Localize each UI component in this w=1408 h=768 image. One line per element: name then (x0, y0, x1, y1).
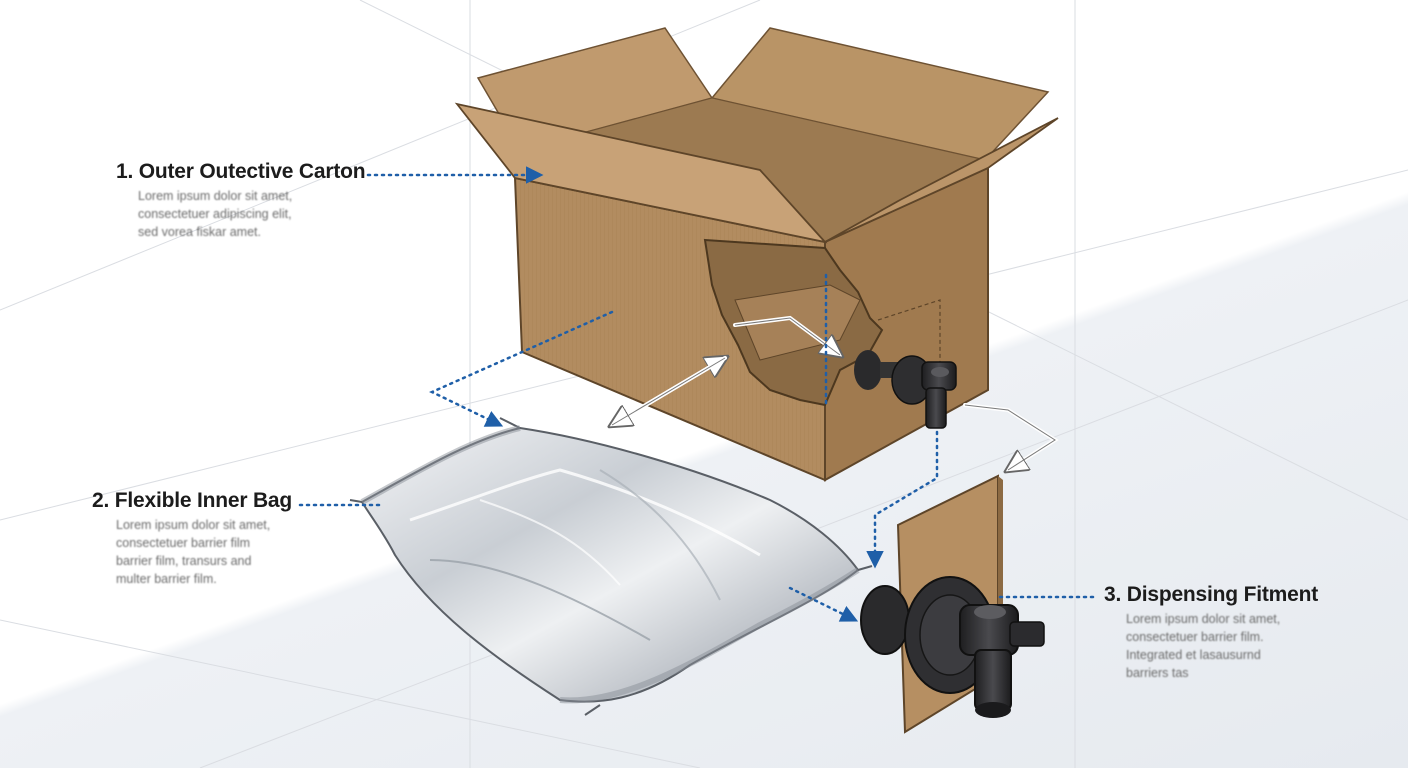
fitment-gland-back (860, 585, 910, 655)
callout-line: barrier film, transurs and (116, 554, 252, 568)
callout-line: sed vorea fiskar amet. (138, 225, 261, 239)
arrow-fitment-down (963, 403, 1059, 470)
leader-carton-to-bag (429, 310, 614, 427)
outer-carton (454, 27, 1059, 482)
callout-line: Integrated et lasausurnd (1126, 648, 1261, 662)
carton-tap (854, 350, 957, 429)
leader-tap-down (866, 430, 939, 569)
callout-line: consectetuer adipiscing elit, (138, 207, 292, 221)
callout-line: Lorem ipsum dolor sit amet, (138, 189, 293, 203)
callout-line: consectetuer barrier film. (1126, 630, 1264, 644)
dispensing-fitment (860, 474, 1045, 734)
callout-title: 2. Flexible Inner Bag (92, 489, 293, 512)
callout-description: Lorem ipsum dolor sit amet, consectetuer… (138, 187, 365, 241)
callout-outer-carton: 1. Outer Outective Carton Lorem ipsum do… (116, 160, 366, 241)
callout-line: consectetuer barrier film (116, 536, 251, 550)
leader-lines (298, 166, 1100, 622)
fitment-tap-lever (1009, 621, 1045, 647)
callout-line: Lorem ipsum dolor sit amet, (116, 518, 271, 532)
callout-description: Lorem ipsum dolor sit amet, consectetuer… (1126, 610, 1318, 682)
fitment-spout (974, 649, 1012, 711)
bag-body (360, 426, 860, 703)
hidden-edge-dashed (877, 299, 941, 380)
callout-title: 3. Dispensing Fitment (1104, 583, 1318, 606)
callout-line: multer barrier film. (116, 572, 217, 586)
flexible-inner-bag (349, 417, 873, 716)
carton-front-right-flap (824, 117, 1059, 243)
leader-bag-to-fitment (788, 586, 859, 622)
callout-title: 1. Outer Outective Carton (116, 160, 366, 183)
callout-dispensing-fitment: 3. Dispensing Fitment Lorem ipsum dolor … (1104, 583, 1318, 682)
callout-inner-bag: 2. Flexible Inner Bag Lorem ipsum dolor … (92, 489, 292, 588)
callout-line: barriers tas (1126, 666, 1189, 680)
callout-description: Lorem ipsum dolor sit amet, consectetuer… (116, 516, 292, 588)
callout-line: Lorem ipsum dolor sit amet, (1126, 612, 1281, 626)
